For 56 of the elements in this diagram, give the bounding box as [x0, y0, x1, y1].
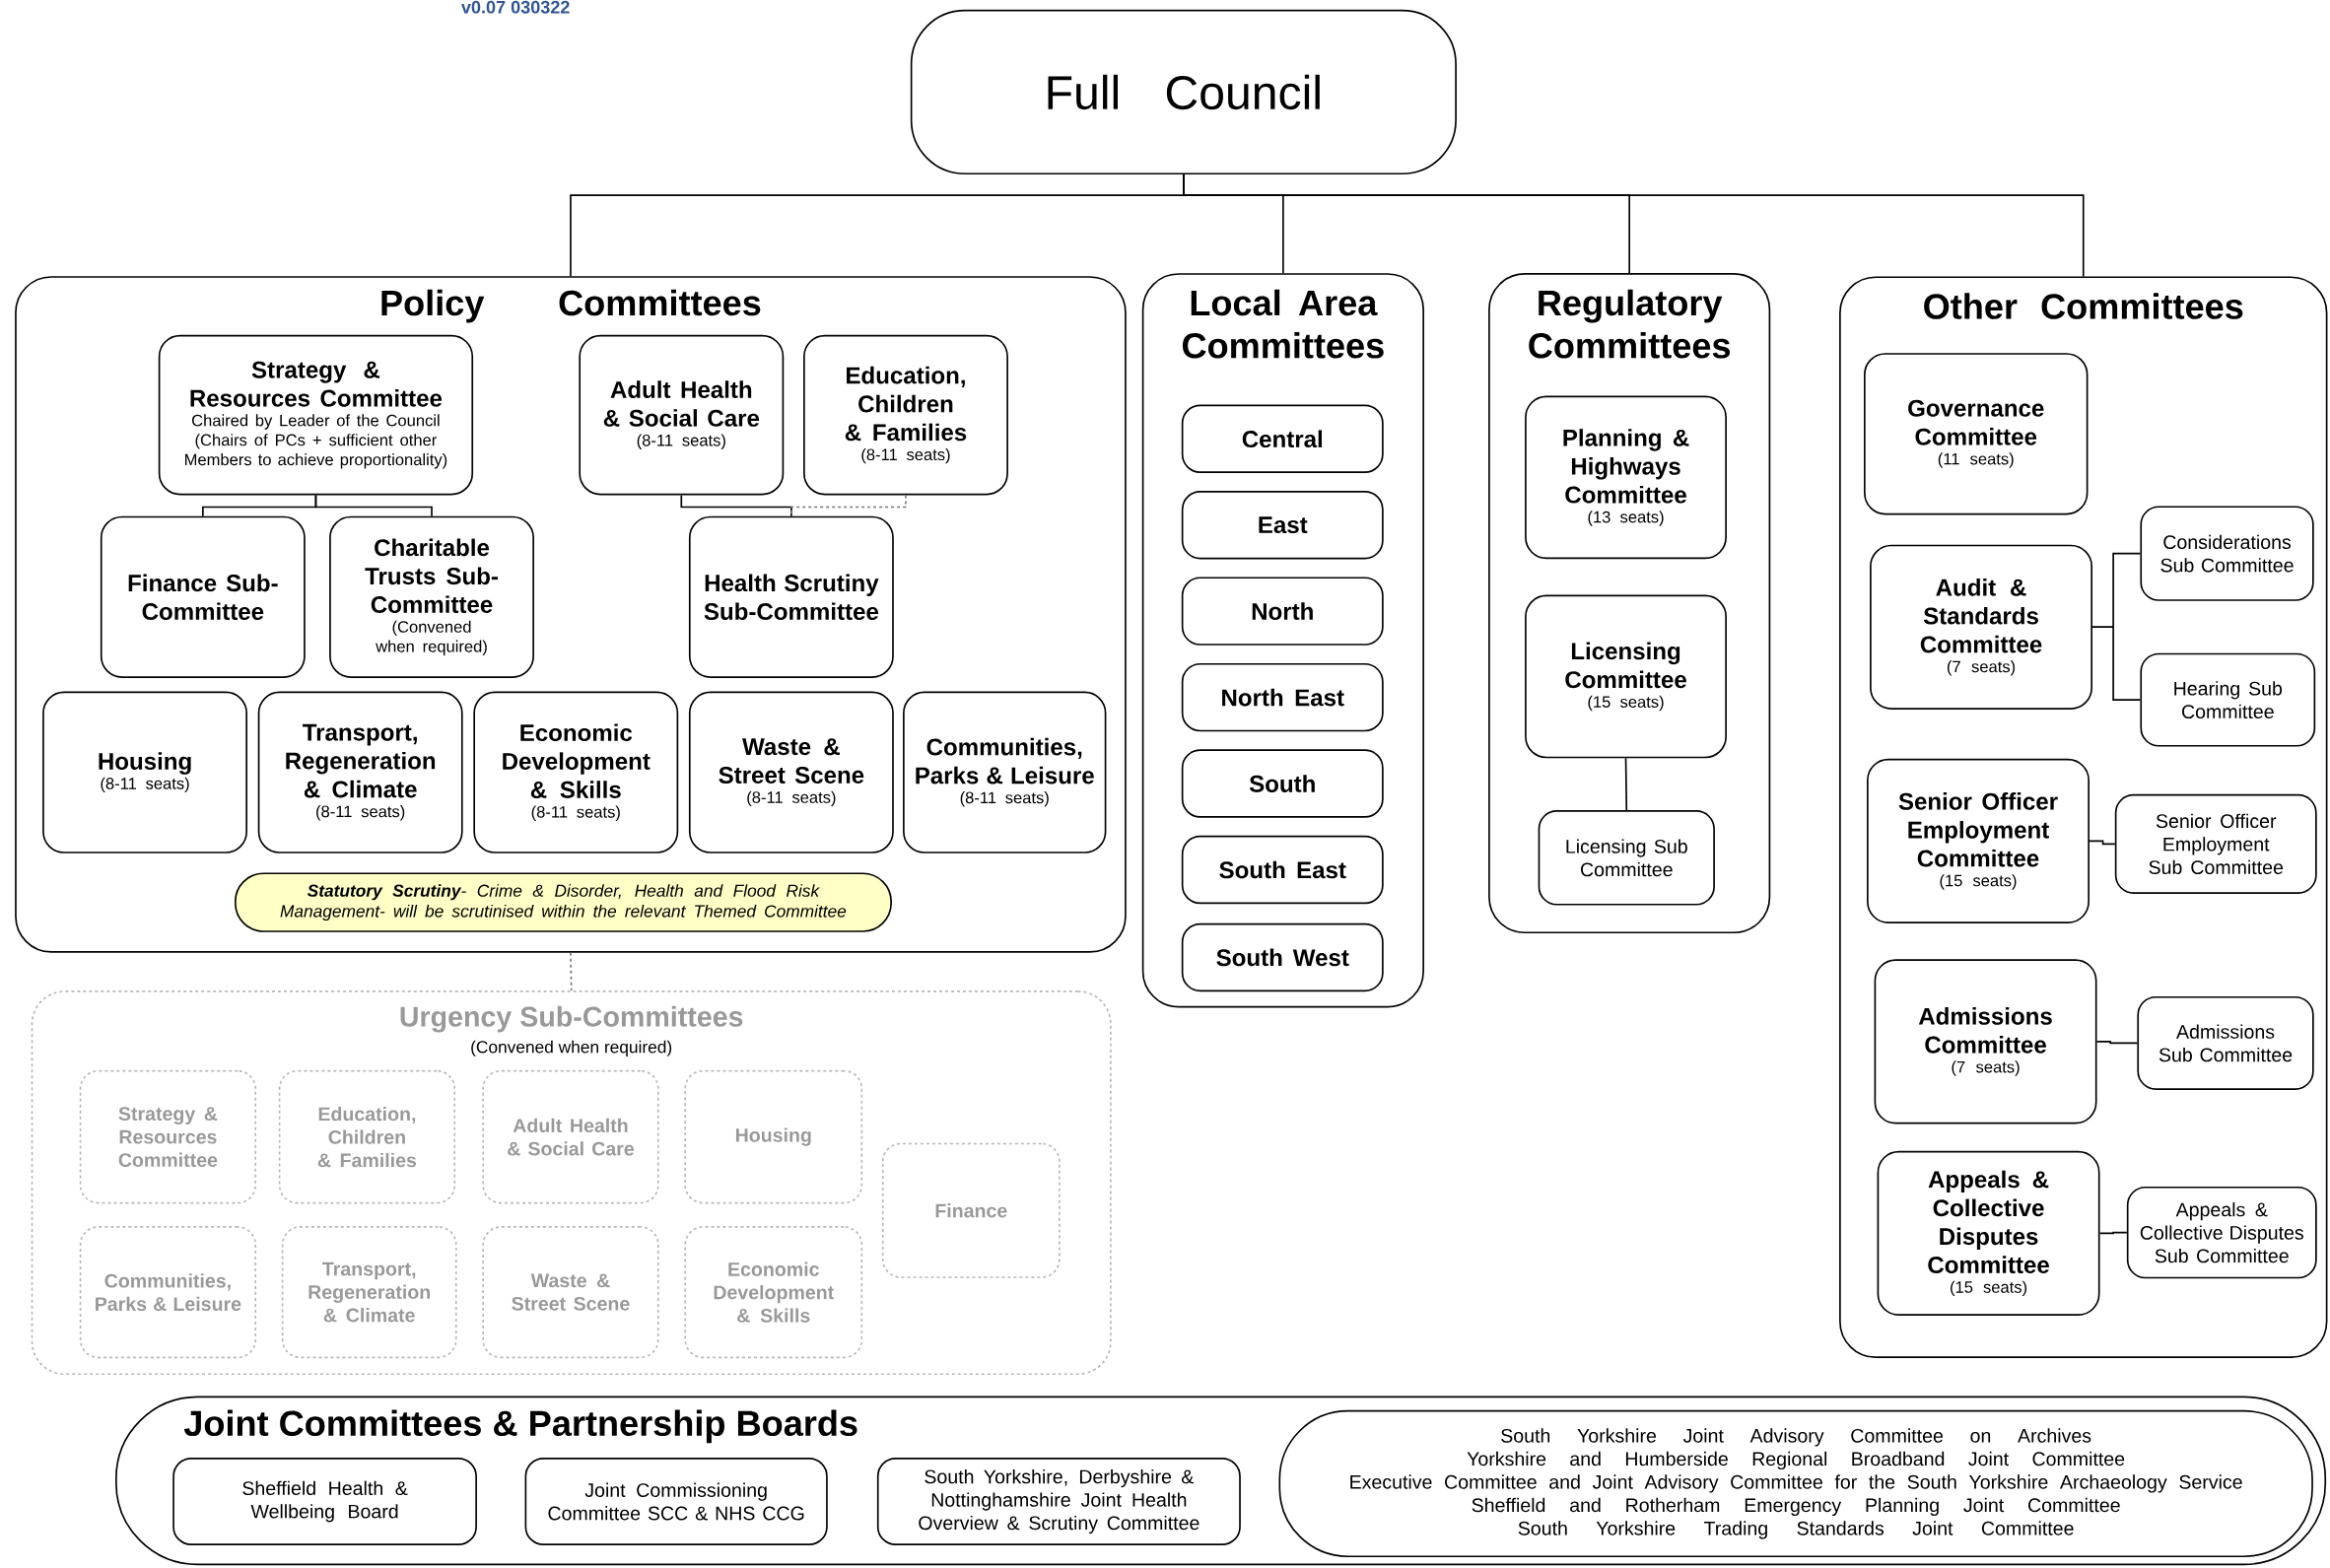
committee-box: Adult Health & Social Care (8-11 seats)	[579, 334, 785, 496]
committee-box: Licensing Committee (15 seats)	[1525, 594, 1727, 759]
dashed-committee-box: Transport, Regeneration & Climate	[281, 1226, 457, 1359]
committee-box: Audit & Standards Committee (7 seats)	[1870, 544, 2092, 711]
sub-committee-box: Sheffield Health & Wellbeing Board	[172, 1458, 477, 1546]
committee-box: North	[1181, 577, 1384, 647]
committee-box: Housing (8-11 seats)	[42, 691, 247, 854]
connector-line	[314, 494, 433, 517]
version-label: v0.07 030322	[461, 1, 570, 14]
committee-box: Governance Committee (11 seats)	[1864, 353, 2089, 515]
committee-box: East	[1181, 491, 1384, 560]
committee-box: Waste & Street Scene (8-11 seats)	[688, 691, 894, 854]
committee-box: South East	[1181, 836, 1384, 905]
committee-box: Admissions Committee (7 seats)	[1874, 959, 2097, 1125]
committee-box: South West	[1181, 922, 1384, 992]
committee-box: Central	[1181, 404, 1384, 474]
dashed-committee-box: Finance	[881, 1142, 1061, 1278]
dashed-committee-box: Education, Children & Families	[278, 1070, 456, 1204]
sub-committee-box: Hearing Sub Committee	[2140, 652, 2316, 747]
sub-committee-box: Appeals & Collective Disputes Sub Committee	[2126, 1187, 2317, 1279]
dashed-committee-box: Economic Development & Skills	[684, 1226, 863, 1359]
committee-box: Appeals & Collective Disputes Committee (15 seats)	[1877, 1151, 2100, 1317]
committee-list-box: South Yorkshire Joint Advisory Committee on Archives Yorkshire and Humberside Regional Broadband Joint Committee Executive Committee and Joint Advisory Committee for the South Yorkshire Archaeology Service Sheffield and Rotherham Emergency Planning Joint Committee South Yorkshire Trading Standards Joint Committee	[1278, 1410, 2313, 1558]
connector-line	[1183, 173, 2085, 278]
committee-box: Economic Development & Skills (8-11 seats)	[473, 691, 679, 854]
committee-box: Charitable Trusts Sub-Committee (Convened when required)	[329, 515, 534, 679]
connector-line	[2091, 626, 2142, 702]
dashed-committee-box: Strategy & Resources Committee	[79, 1070, 257, 1204]
connector-line	[2089, 840, 2116, 846]
sub-committee-box: Senior Officer Employment Sub Committee	[2114, 794, 2317, 895]
dashed-committee-box: Communities, Parks & Leisure	[79, 1226, 257, 1359]
committee-box: Senior Officer Employment Committee (15 seats)	[1867, 758, 2090, 924]
committee-box: Strategy & Resources Committee Chaired by Leader of the Council (Chairs of PCs + sufficient other Members to achieve proportionality)	[158, 334, 474, 496]
committee-box: Finance Sub-Committee	[100, 515, 306, 679]
connector-line	[570, 952, 573, 992]
committee-box: Planning & Highways Committee (13 seats)	[1525, 395, 1727, 560]
connector-line	[2095, 1041, 2139, 1045]
connector-line	[2098, 1232, 2128, 1235]
committee-box: Health Scrutiny Sub-Committee	[688, 515, 894, 679]
committee-box: South	[1181, 749, 1384, 818]
sub-committee-box: Admissions Sub Committee	[2137, 996, 2314, 1091]
committee-box: Transport, Regeneration & Climate (8-11 seats)	[257, 691, 463, 854]
sub-committee-box: Licensing Sub Committee	[1538, 810, 1715, 906]
connector-line	[680, 494, 792, 517]
council-box: Full Council	[910, 10, 1457, 175]
committee-box: North East	[1181, 663, 1384, 732]
committee-box: Education, Children & Families (8-11 seats)	[803, 334, 1008, 496]
sub-committee-box: Joint Commissioning Committee SCC & NHS CCG	[524, 1458, 828, 1546]
note-box: Statutory Scrutiny- Crime & Disorder, Health and Flood Risk Management- will be scrutinised within the relevant Themed Committee	[234, 872, 892, 932]
dashed-committee-box: Housing	[684, 1070, 863, 1204]
committee-box: Communities, Parks & Leisure (8-11 seats)	[903, 691, 1107, 854]
sub-committee-box: Considerations Sub Committee	[2140, 506, 2314, 602]
dashed-committee-box: Adult Health & Social Care	[482, 1070, 659, 1204]
dashed-committee-box: Waste & Street Scene	[482, 1226, 659, 1359]
sub-committee-box: South Yorkshire, Derbyshire & Nottinghamshire Joint Health Overview & Scrutiny Committee	[876, 1458, 1241, 1546]
connector-line	[1624, 757, 1628, 812]
